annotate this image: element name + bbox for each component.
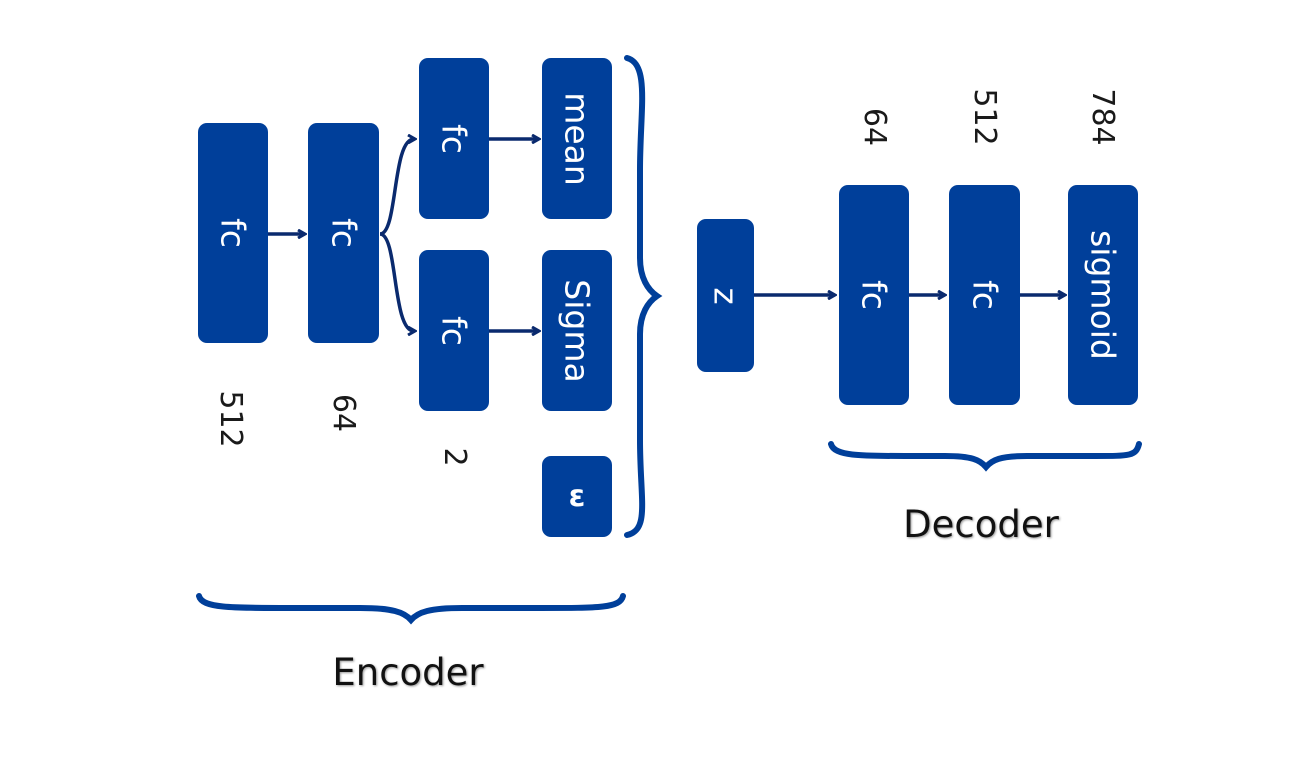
latent-z-block: z [697,219,754,372]
decoder-brace [828,441,1142,472]
encoder-fc1-label: fc [213,218,253,248]
encoder-fc2-label: fc [324,218,363,248]
decoder-sigmoid-label: sigmoid [1083,230,1123,360]
epsilon-label: ε [568,478,586,514]
decoder-sigmoid-block: sigmoid [1068,185,1138,405]
decoder-fc2-block: fc [949,185,1020,405]
epsilon-block: ε [542,456,612,537]
encoder-fc2-block: fc [308,123,379,343]
latent-z-label: z [706,286,745,305]
encoder-fc-sigma-label: fc [434,315,474,346]
decoder-fc1-label: fc [854,280,894,310]
encoder-brace [196,593,626,625]
encoder-dim-2: 2 [414,437,494,477]
encoder-label: Encoder [332,651,484,694]
encoder-fc-sigma-block: fc [419,250,489,411]
decoder-dim-784: 784 [1062,88,1142,145]
decoder-dim-64: 64 [834,107,914,147]
encoder-dim-64-text: 64 [326,393,361,433]
decoder-dim-512-text: 512 [967,88,1002,146]
decoder-fc1-block: fc [839,185,909,405]
arrow-fc2-to-fc-mean [379,139,414,236]
encoder-dim-512: 512 [190,390,270,447]
sigma-label: Sigma [557,278,597,383]
sigma-block: Sigma [542,250,612,411]
arrow-fc2-to-fc-sigma [379,232,414,331]
encoder-fc-mean-block: fc [419,58,489,219]
decoder-dim-64-text: 64 [857,107,892,147]
encoder-dim-64: 64 [303,393,383,433]
decoder-dim-784-text: 784 [1085,88,1120,146]
decoder-fc2-label: fc [965,280,1004,310]
sampling-brace [624,55,663,538]
mean-block: mean [542,58,612,219]
encoder-fc1-block: fc [198,123,268,343]
encoder-fc-mean-label: fc [434,123,474,154]
mean-label: mean [557,91,597,186]
encoder-dim-512-text: 512 [213,390,248,448]
encoder-dim-2-text: 2 [437,447,472,467]
decoder-dim-512: 512 [944,88,1024,145]
decoder-label: Decoder [903,503,1059,546]
